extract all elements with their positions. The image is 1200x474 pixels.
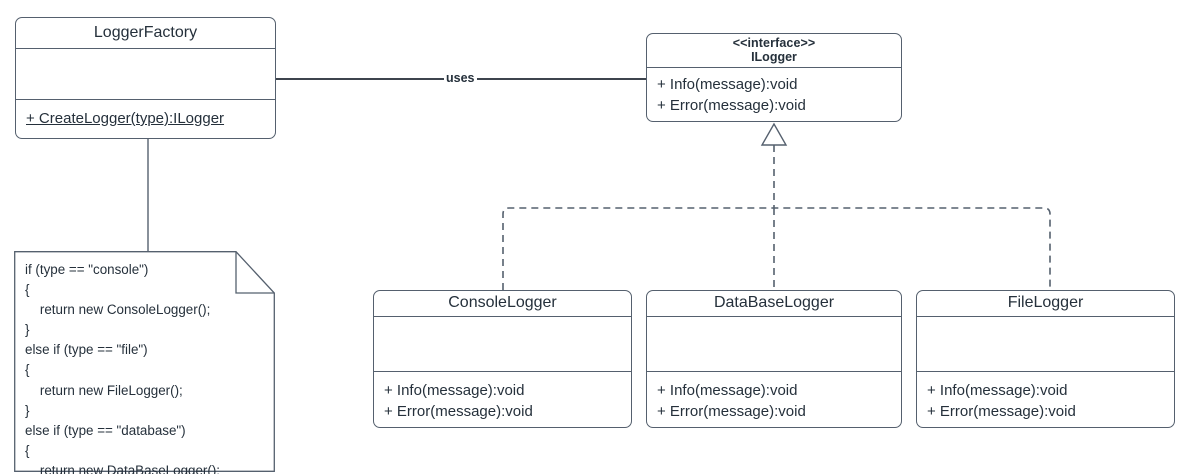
operation-console-logger-info: + Info(message):void xyxy=(384,381,525,399)
class-database-logger-operations: + Info(message):void + Error(message):vo… xyxy=(647,370,901,428)
class-console-logger-attributes xyxy=(374,315,631,371)
class-ilogger-name: ILogger xyxy=(751,50,797,65)
class-logger-factory-operations: + CreateLogger(type):ILogger xyxy=(16,99,275,138)
operation-create-logger: + CreateLogger(type):ILogger xyxy=(26,110,225,127)
class-ilogger-stereotype: <<interface>> xyxy=(732,35,816,50)
note-create-logger-body[interactable]: if (type == "console") { return new Cons… xyxy=(14,251,275,474)
class-database-logger-title: DataBaseLogger xyxy=(713,293,835,311)
operation-file-logger-info: + Info(message):void xyxy=(927,381,1068,399)
operation-console-logger-error: + Error(message):void xyxy=(384,403,533,421)
class-ilogger-operations: + Info(message):void + Error(message):vo… xyxy=(647,66,901,122)
class-logger-factory[interactable]: LoggerFactory + CreateLogger(type):ILogg… xyxy=(15,17,276,139)
class-ilogger[interactable]: <<interface>> ILogger + Info(message):vo… xyxy=(646,33,902,122)
class-console-logger[interactable]: ConsoleLogger + Info(message):void + Err… xyxy=(373,290,632,428)
class-database-logger-attributes xyxy=(647,315,901,371)
note-shape xyxy=(14,251,275,472)
edge-label-uses: uses xyxy=(444,71,477,85)
class-file-logger-attributes xyxy=(917,315,1174,371)
operation-ilogger-info: + Info(message):void xyxy=(657,75,798,93)
class-file-logger[interactable]: FileLogger + Info(message):void + Error(… xyxy=(916,290,1175,428)
operation-database-logger-info: + Info(message):void xyxy=(657,381,798,399)
note-text: if (type == "console") { return new Cons… xyxy=(25,262,221,474)
operation-database-logger-error: + Error(message):void xyxy=(657,403,806,421)
class-file-logger-title: FileLogger xyxy=(1007,293,1084,311)
operation-ilogger-error: + Error(message):void xyxy=(657,97,806,115)
operation-file-logger-error: + Error(message):void xyxy=(927,403,1076,421)
class-file-logger-operations: + Info(message):void + Error(message):vo… xyxy=(917,370,1174,428)
class-database-logger[interactable]: DataBaseLogger + Info(message):void + Er… xyxy=(646,290,902,428)
edge-realization-bar xyxy=(502,207,1051,290)
class-console-logger-operations: + Info(message):void + Error(message):vo… xyxy=(374,370,631,428)
class-logger-factory-attributes xyxy=(16,48,275,99)
class-logger-factory-title: LoggerFactory xyxy=(93,23,198,41)
class-ilogger-title: <<interface>> ILogger xyxy=(647,34,901,67)
class-console-logger-title: ConsoleLogger xyxy=(448,293,557,311)
realization-arrowhead xyxy=(760,122,788,146)
